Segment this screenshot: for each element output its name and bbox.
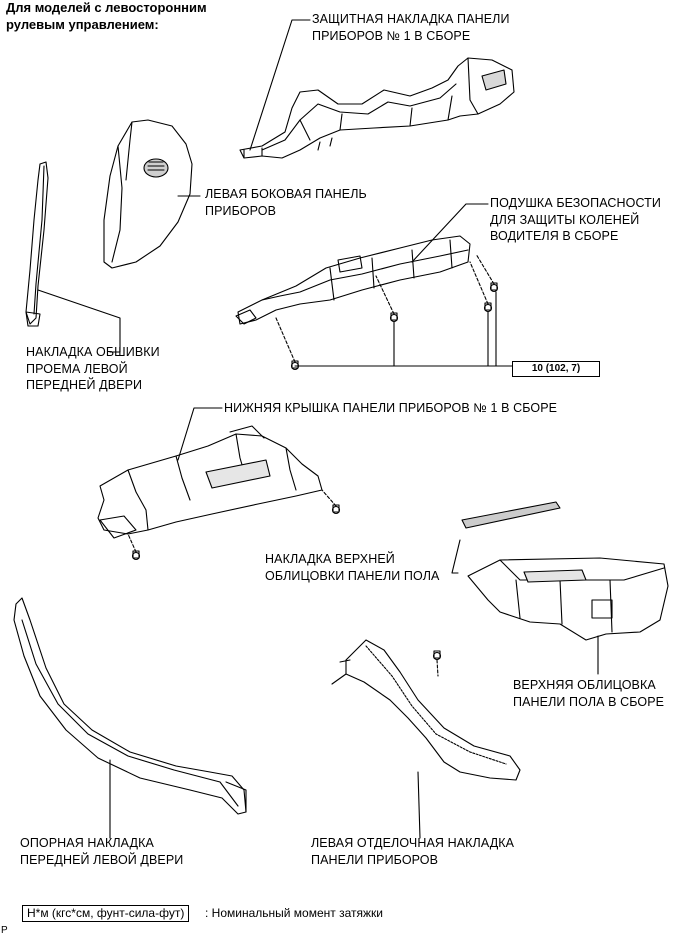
knee-airbag-drawing: [235, 235, 513, 371]
front-left-scuff-drawing: [13, 597, 247, 815]
legend-description: : Номинальный момент затяжки: [205, 906, 383, 920]
label-door-opening-trim: НАКЛАДКА ОБШИВКИ ПРОЕМА ЛЕВОЙ ПЕРЕДНЕЙ Д…: [26, 345, 160, 392]
label-left-finish-trim: ЛЕВАЯ ОТДЕЛОЧНАЯ НАКЛАДКА ПАНЕЛИ ПРИБОРО…: [311, 836, 515, 867]
label-front-left-scuff: ОПОРНАЯ НАКЛАДКА ПЕРЕДНЕЙ ЛЕВОЙ ДВЕРИ: [20, 836, 184, 867]
label-lower-cover-1: НИЖНЯЯ КРЫШКА ПАНЕЛИ ПРИБОРОВ № 1 В СБОР…: [224, 401, 558, 415]
label-floor-upper-trim-cover: НАКЛАДКА ВЕРХНЕЙ ОБЛИЦОВКИ ПАНЕЛИ ПОЛА: [265, 552, 440, 583]
label-floor-upper-trim: ВЕРХНЯЯ ОБЛИЦОВКА ПАНЕЛИ ПОЛА В СБОРЕ: [513, 678, 665, 709]
left-finish-trim-drawing: [331, 639, 521, 781]
legend-units-box: Н*м (кгс*см, фунт-сила-фут): [22, 905, 190, 922]
header-line-2: рулевым управлением:: [6, 16, 159, 32]
leader-lines: [37, 19, 599, 839]
floor-upper-trim-drawing: [467, 557, 669, 641]
label-panel-cover-1: ЗАЩИТНАЯ НАКЛАДКА ПАНЕЛИ ПРИБОРОВ № 1 В …: [312, 12, 510, 43]
header-note: Для моделей с левосторонним рулевым упра…: [6, 0, 207, 33]
lower-cover-1-drawing: [97, 425, 341, 561]
left-side-panel-drawing: [103, 119, 193, 269]
torque-spec-box: 10 (102, 7): [512, 361, 600, 377]
door-opening-trim-drawing: [25, 161, 49, 327]
label-knee-airbag: ПОДУШКА БЕЗОПАСНОСТИ ДЛЯ ЗАЩИТЫ КОЛЕНЕЙ …: [490, 196, 661, 243]
label-left-side-panel: ЛЕВАЯ БОКОВАЯ ПАНЕЛЬ ПРИБОРОВ: [205, 187, 367, 218]
floor-upper-trim-cover-drawing: [461, 501, 561, 529]
header-line-1: Для моделей с левосторонним: [6, 0, 207, 15]
panel-cover-1-drawing: [239, 57, 515, 159]
corner-mark: P: [1, 925, 8, 936]
